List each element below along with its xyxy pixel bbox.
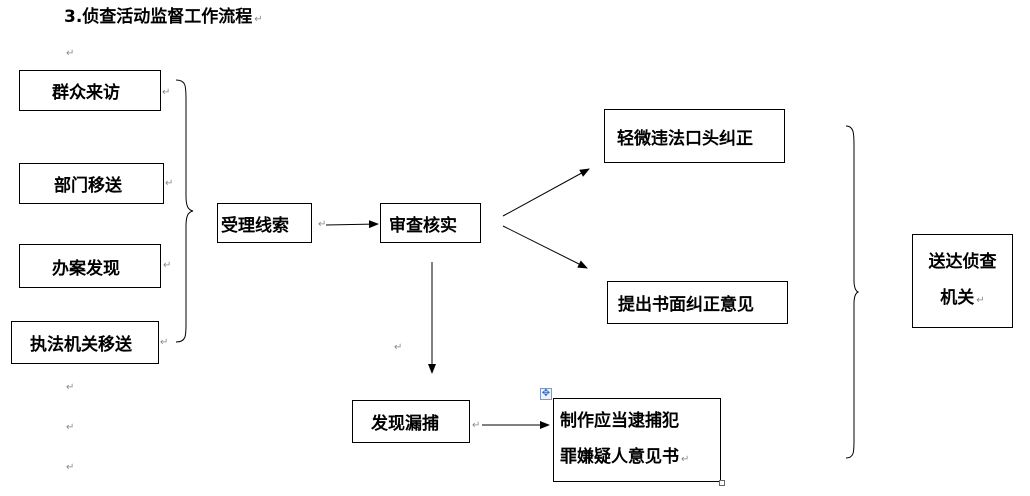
paragraph-mark: ↵ [163, 260, 172, 271]
written-correction-box: 提出书面纠正意见 [607, 281, 788, 324]
left-brace [175, 79, 194, 343]
review-verify-box: 审查核实 [380, 203, 481, 243]
source-box-case-discovery: 办案发现 [19, 244, 161, 288]
paragraph-mark: ↵ [66, 48, 75, 59]
paragraph-mark: ↵ [66, 382, 75, 393]
resize-handle[interactable] [719, 480, 725, 486]
right-brace [845, 125, 860, 459]
paragraph-mark: ↵ [394, 342, 403, 353]
paragraph-mark: ↵ [472, 420, 481, 431]
arrest-opinion-box: 制作应当逮捕犯 罪嫌疑人意见书↵ [553, 398, 721, 482]
minor-correction-box: 轻微违法口头纠正 [604, 109, 785, 163]
deliver-box: 送达侦查 机关↵ [912, 234, 1013, 328]
arrow-review-to-written [502, 225, 588, 269]
paragraph-mark: ↵ [318, 219, 327, 230]
paragraph-mark: ↵ [66, 422, 75, 433]
source-box-enforcement-transfer: 执法机关移送 [11, 321, 159, 364]
arrow-review-to-minor [502, 168, 590, 217]
paragraph-mark: ↵ [162, 87, 171, 98]
source-box-public-visit: 群众来访 [19, 70, 161, 111]
move-handle-icon[interactable]: ✥ [540, 388, 552, 400]
page-title: 3.侦查活动监督工作流程↵ [64, 7, 263, 27]
paragraph-mark: ↵ [160, 337, 169, 348]
source-box-department-transfer: 部门移送 [19, 163, 164, 204]
arrow-receive-to-review [325, 220, 379, 229]
paragraph-mark: ↵ [165, 178, 174, 189]
receive-clue-box: 受理线索 [217, 203, 312, 243]
paragraph-mark: ↵ [66, 462, 75, 473]
missed-arrest-box: 发现漏捕 [352, 400, 470, 443]
